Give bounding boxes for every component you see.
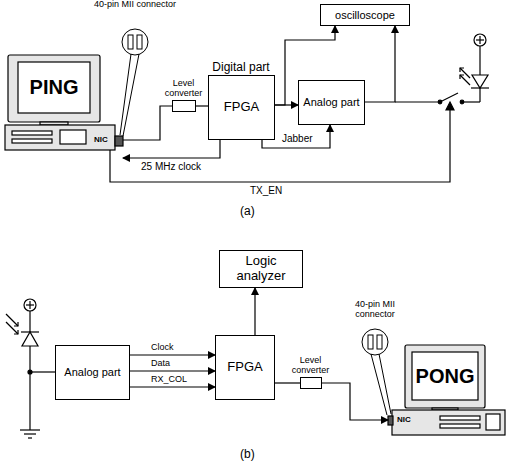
pong-computer-stroke [440,424,480,428]
connector-label: 40-pin MII connector [92,0,178,10]
tx-en-wire [110,102,454,182]
ping-computer-stroke [12,139,52,143]
ping-computer-stroke [60,130,86,144]
photodiode-circuit-stroke [6,322,18,334]
box-label: FPGA [227,360,262,375]
ping-computer-stroke [8,55,100,122]
box-label: FPGA [224,100,259,115]
photodiode-circuit-stroke [29,311,30,332]
signal-name: Data [150,359,171,369]
screen-text: PONG [412,352,478,400]
photodiode-circuit-stroke [20,429,40,430]
converter-box: Level converter [172,100,196,112]
led-driver-stroke [479,36,480,44]
process-box: Analog part [298,80,365,125]
screen-text: PING [18,62,90,113]
computer: PING [5,55,123,165]
part-heading: Digital part [201,61,281,74]
mii-callout-stroke [379,354,391,414]
fpga-box: FPGA [215,335,275,400]
ping-computer [5,55,123,150]
nic-label: NIC [94,136,108,145]
box-label: oscilloscope [335,9,395,22]
led-driver-stroke [460,75,470,85]
box-label: Analog part [64,366,120,379]
part-heading: Level converter [284,356,338,376]
ping-computer-stroke [12,131,52,135]
process-box: Analog part [55,345,130,400]
pong-computer-stroke [392,410,505,435]
pong-computer-stroke [440,416,480,420]
pong-computer-stroke [405,345,485,408]
signal-connector [130,354,215,355]
nic-label: NIC [397,416,411,425]
mii-callout-stroke [377,335,382,349]
led-driver-stroke [474,34,486,46]
photodiode-circuit-stroke [29,346,30,430]
led-driver-stroke [479,88,480,102]
photodiode-circuit-stroke [24,299,36,311]
pong-computer-stroke [486,414,500,430]
converter-box: Level converter [300,377,322,389]
mii-callout-stroke [128,35,133,49]
photodiode-circuit-stroke [28,437,32,438]
signal-connector [130,370,215,371]
signal-connector [123,140,220,158]
tx-en-wire-stroke [446,102,454,110]
photodiode-circuit-stroke [29,301,30,309]
signal-connector [365,26,395,102]
pong-computer-stroke [412,352,478,400]
photodiode-circuit-stroke [22,332,38,346]
signal-name: Clock [150,343,175,353]
ping-computer-stroke [5,125,115,150]
photodiode-circuit [6,299,55,438]
instrument-box: Logic analyzer [219,250,303,288]
instrument-box: oscilloscope [320,4,410,26]
led-driver-stroke [479,46,480,75]
subfigure-label: (a) [240,205,255,218]
signal-connector [322,383,388,420]
subfigure-label: (b) [240,448,255,461]
photodiode-circuit-stroke [14,322,18,326]
led-driver-stroke [440,93,458,102]
led-driver [395,34,489,104]
tx-en-wire-stroke [110,108,450,182]
signal-name: 25 MHz clock [140,161,202,172]
mii-callout-stroke [137,35,142,49]
signal-connector [196,105,208,106]
signal-connector [254,288,255,335]
signal-name: RX_COL [150,375,188,385]
connector-label: 40-pin MII connector [335,300,415,320]
part-heading: Level converter [157,79,211,99]
mii-callout-stroke [368,335,373,349]
signal-name: Jabber [281,133,314,144]
signal-connector [275,382,300,383]
ping-computer-stroke [115,136,123,146]
led-driver-stroke [472,75,488,88]
signal-connector [130,386,215,387]
pong-computer-stroke [388,416,393,425]
mii-callout-stroke [362,329,388,355]
photodiode-circuit-stroke [14,330,18,334]
signal-name: TX_EN [250,185,282,196]
mii-callout [120,29,148,136]
fpga-box: Digital partFPGA [208,75,275,140]
led-driver-stroke [395,101,440,102]
led-driver-stroke [462,101,480,102]
photodiode-circuit-stroke [24,433,36,434]
mii-callout-stroke [123,54,139,136]
box-label: Analog part [303,96,359,109]
photodiode-circuit-stroke [30,371,55,372]
mii-callout [362,329,391,415]
ping-computer-stroke [18,62,90,113]
pong-computer [388,345,505,435]
signal-connector [123,106,172,140]
box-label: Logic analyzer [220,254,302,284]
led-driver-stroke [460,68,464,72]
mii-callout-stroke [122,29,148,55]
led-driver-stroke [460,75,464,79]
